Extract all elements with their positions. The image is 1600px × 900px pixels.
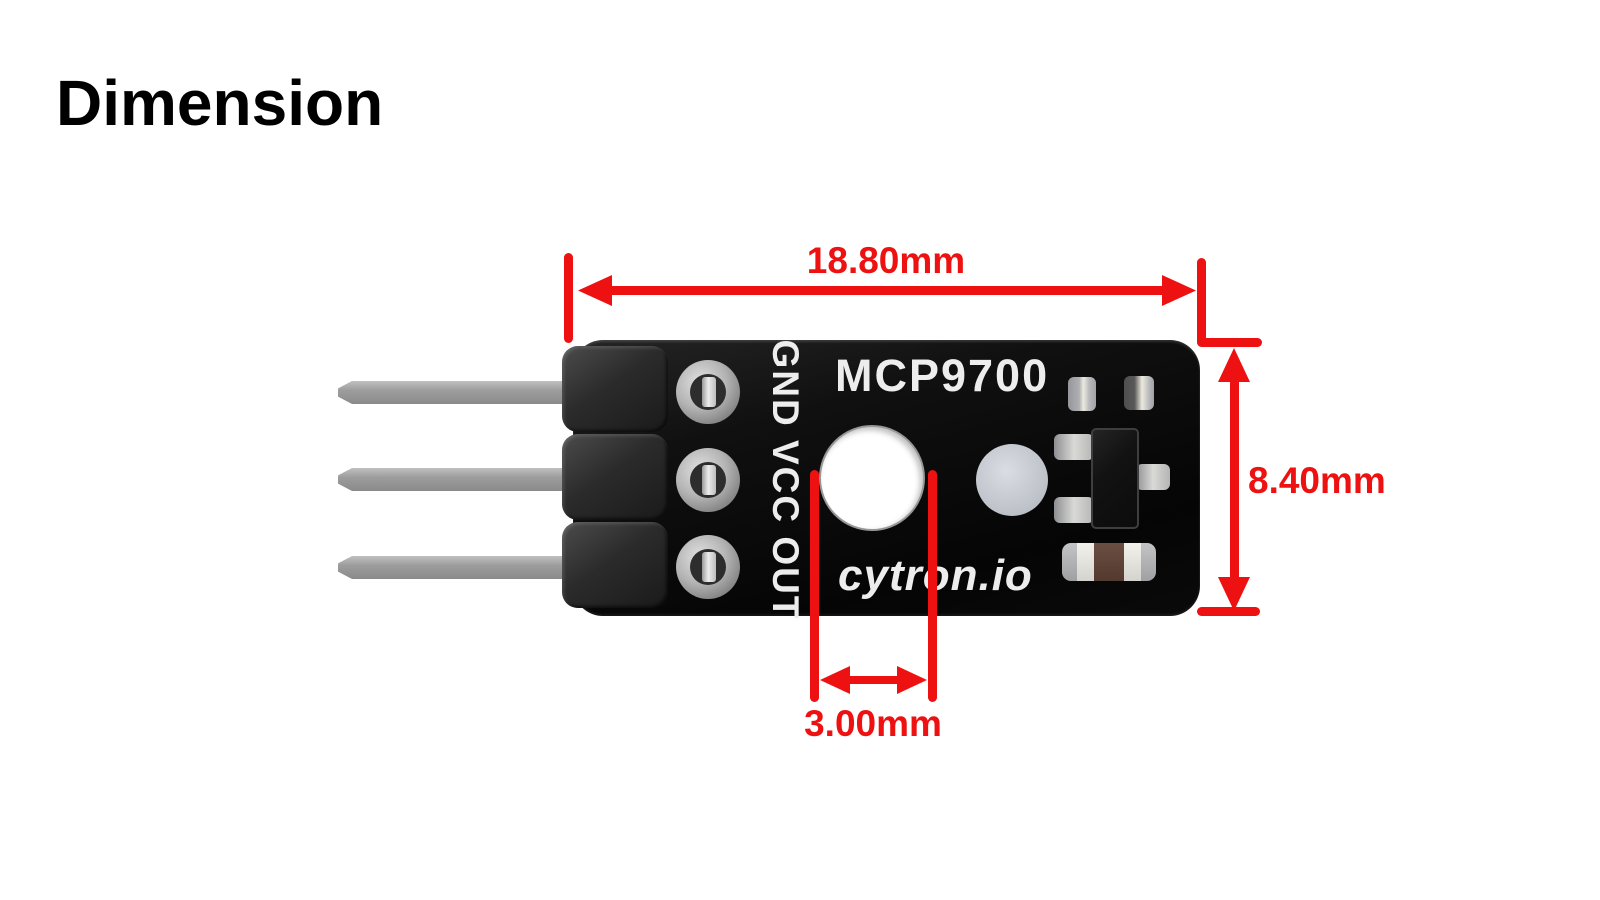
dim-hole-label: 3.00mm <box>804 703 942 744</box>
dim-width-tick-left <box>564 253 573 343</box>
through-hole-pad-vcc <box>676 448 740 512</box>
dim-height-tick-bottom <box>1197 607 1260 616</box>
header-pin-out <box>338 556 570 579</box>
pad-pin-end <box>702 377 716 407</box>
resistor-pad <box>1062 543 1077 581</box>
pad-pin-end <box>702 465 716 495</box>
dim-hole-line-left <box>810 470 819 702</box>
dim-width-label: 18.80mm <box>806 240 966 281</box>
pad-pin-end <box>702 552 716 582</box>
sot23-lead-bottom-left <box>1054 497 1094 523</box>
sot23-lead-top-left <box>1054 434 1094 460</box>
dim-height-tick-top <box>1197 338 1262 347</box>
smd-resistor <box>1062 543 1156 581</box>
header-pin-gnd <box>338 381 570 404</box>
through-hole-pad-out <box>676 535 740 599</box>
sot23-package <box>1091 428 1139 529</box>
round-pad <box>976 444 1048 516</box>
page-title: Dimension <box>56 67 384 139</box>
silkscreen-part-number: MCP9700 <box>835 350 1050 401</box>
mounting-hole <box>819 425 925 531</box>
resistor-terminal <box>1124 543 1141 581</box>
pin-header-block-3 <box>562 522 668 608</box>
dim-width-tick-right-vertical <box>1197 258 1206 346</box>
dim-height-line <box>1230 372 1239 584</box>
smd-pad-right <box>1124 376 1154 410</box>
resistor-terminal <box>1077 543 1094 581</box>
sot23-lead-right <box>1136 464 1170 490</box>
dim-hole-line-right <box>928 470 937 702</box>
dim-height-label: 8.40mm <box>1248 460 1386 501</box>
resistor-body <box>1094 543 1124 581</box>
dim-hole-line-middle <box>843 676 904 684</box>
resistor-pad <box>1141 543 1156 581</box>
through-hole-pad-gnd <box>676 360 740 424</box>
header-pin-vcc <box>338 468 570 491</box>
pin-header-block-2 <box>562 434 668 520</box>
smd-pad-left <box>1068 377 1096 411</box>
pin-header-block-1 <box>562 346 668 432</box>
dim-width-line <box>600 286 1174 295</box>
